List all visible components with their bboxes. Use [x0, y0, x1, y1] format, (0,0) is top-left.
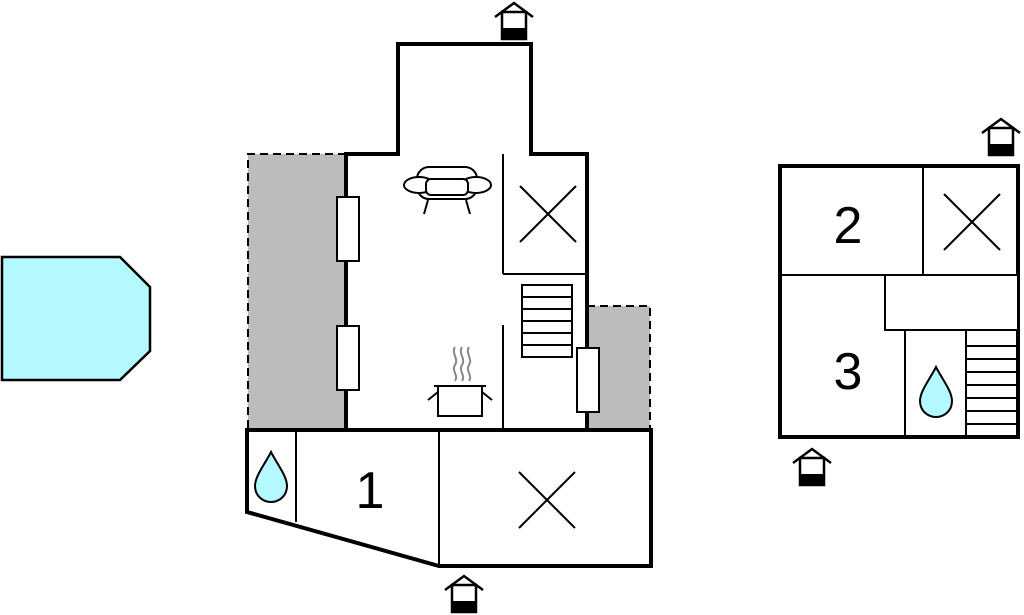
water-drop-icon [254, 451, 288, 503]
room-label-2: 2 [834, 197, 863, 255]
water-drop-icon [919, 366, 953, 418]
annex-walls [778, 164, 1020, 439]
stairs-icon [521, 284, 573, 358]
stairs-icon [966, 345, 1018, 425]
bedroom-cross-icon [519, 185, 577, 243]
main-house-interior-walls [295, 154, 587, 566]
room-label-3: 3 [834, 343, 863, 401]
entrance-icon [493, 1, 535, 41]
window-icon [336, 196, 600, 413]
entrance-icon [443, 574, 485, 614]
sofa-icon [403, 166, 492, 215]
room-label-1: 1 [356, 462, 385, 520]
entrance-icon [980, 117, 1022, 157]
main-house-walls [245, 42, 653, 568]
entrance-icon [791, 447, 833, 487]
pool-icon [0, 255, 152, 382]
bedroom-cross-icon [943, 193, 1001, 251]
terrace-left [247, 153, 346, 430]
bedroom-cross-icon [518, 471, 576, 529]
cooking-pot-icon [427, 346, 493, 417]
